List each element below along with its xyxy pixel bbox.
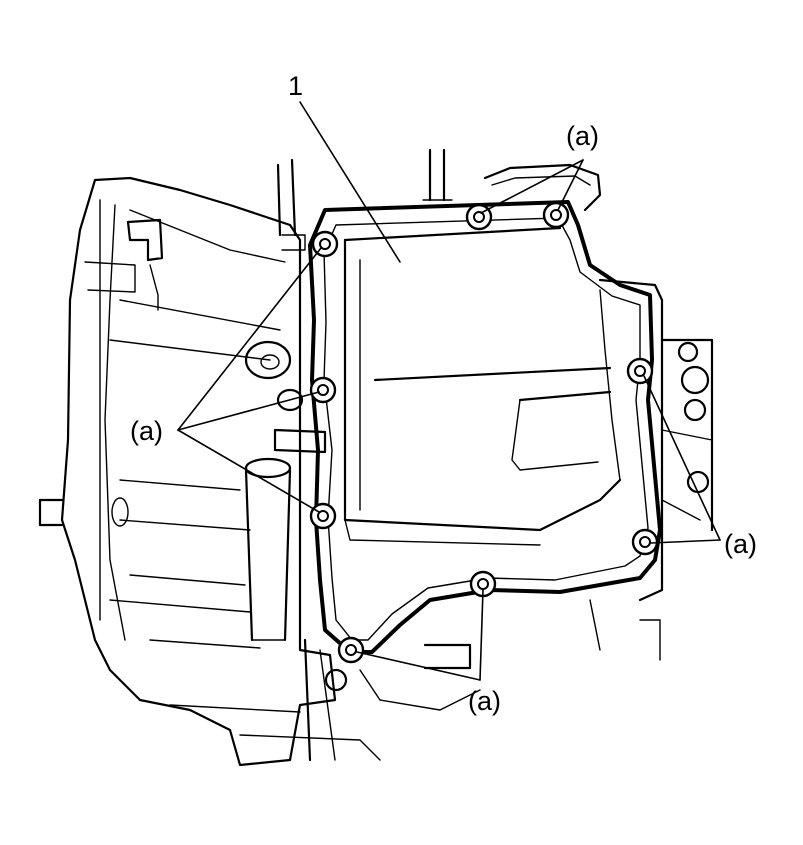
bolt [631,528,659,556]
right-side-components [589,278,714,661]
bolt [309,502,337,530]
top-studs [422,148,602,212]
labels: 1 (a) (a) (a) (a) [130,71,757,716]
bolt [626,357,654,385]
bolt [542,201,570,229]
bolt-label-top-right: (a) [566,121,599,151]
transmission-case [38,158,481,767]
leader-lines [177,101,721,681]
flange-bolts [309,201,659,664]
bolt [337,636,365,664]
bolt [309,376,337,404]
bolt-label-bottom: (a) [468,686,501,716]
bolt-label-right: (a) [724,529,757,559]
bolt-label-left: (a) [130,416,163,446]
part-label-1: 1 [288,71,303,101]
bolt [465,203,493,231]
